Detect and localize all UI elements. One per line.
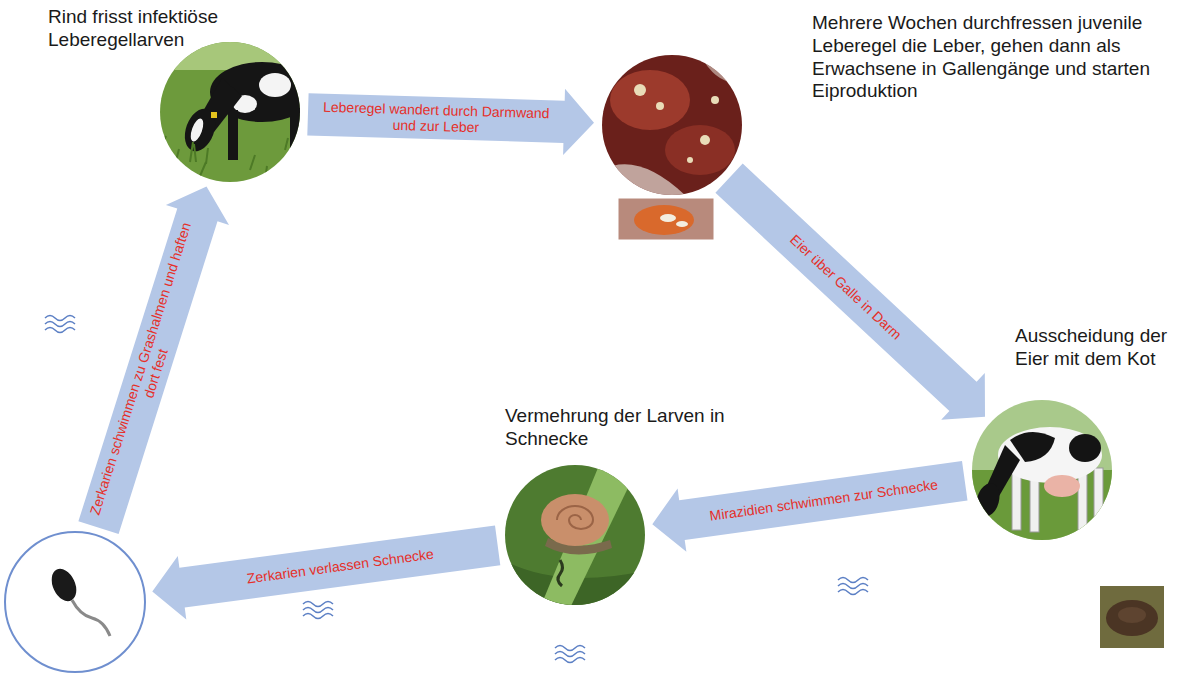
- water-wave-symbol-part: [555, 646, 585, 663]
- stage-circle: Vermehrung der Larven in Schnecke: [505, 465, 645, 605]
- grazing-cow-photo-part: [290, 108, 300, 163]
- fluke-inset-photo-part: [676, 221, 688, 227]
- cercaria-drawing-part: [5, 532, 145, 672]
- cercaria-drawing-part: [47, 565, 81, 605]
- grazing-cow-photo: [150, 36, 314, 196]
- grazing-cow-photo-part: [188, 117, 206, 143]
- arrow-label: Zerkarien verlassen Schnecke: [188, 538, 492, 594]
- snail-photo-part: [558, 560, 563, 586]
- arrow-label-box: Zerkarien verlassen Schnecke: [188, 538, 492, 594]
- grazing-cow-photo-part: [179, 105, 220, 156]
- liver-photo-part: [600, 53, 745, 198]
- liver-photo-part: [665, 125, 735, 175]
- fluke-inset-photo-part: [634, 205, 694, 235]
- block-arrow: [307, 89, 594, 155]
- stage-caption: Vermehrung der Larven in Schnecke: [505, 405, 755, 451]
- liver-photo-part: [656, 102, 664, 110]
- liver-photo: [600, 53, 745, 200]
- stage-circle: Ausscheidung der Eier mit dem Kot: [972, 400, 1112, 540]
- arrow-label: Leberegel wandert durch Darmwand und zur…: [314, 98, 557, 137]
- arrow-label: Mirazidien schwimmen zur Schnecke: [688, 474, 959, 527]
- liver-photo-part: [634, 84, 646, 96]
- snail-photo-part: [503, 463, 648, 608]
- arrow-label-box: Mirazidien schwimmen zur Schnecke: [688, 474, 959, 527]
- block-arrow: [78, 186, 229, 534]
- cow-photo-part: [973, 481, 1003, 520]
- fluke-inset-photo: [618, 198, 714, 240]
- water-wave-symbol-part: [303, 602, 333, 619]
- liver-photo-part: [610, 70, 690, 130]
- arrow-label-box: Zerkarien schwimmen zu Grashalmen und ha…: [85, 217, 210, 526]
- stage-circle: Rind frisst infektiöse Leberegellarven: [160, 42, 300, 182]
- liver-photo-part: [602, 164, 690, 200]
- water-wave-symbol-part: [45, 316, 75, 333]
- cow-photo-part: [1078, 470, 1087, 530]
- arrow-label-box: Leberegel wandert durch Darmwand und zur…: [314, 98, 557, 137]
- arrow-label-box: Eier über Galle in Darm: [729, 177, 964, 397]
- grazing-cow-photo-part: [190, 142, 208, 164]
- liver-photo-part: [687, 157, 693, 163]
- cercaria-drawing-part: [72, 600, 110, 636]
- snail-photo: [503, 463, 648, 608]
- snail-photo-part: [541, 494, 609, 546]
- block-arrow: [152, 526, 500, 620]
- block-arrow: [652, 461, 967, 552]
- liver-photo-part: [711, 96, 719, 104]
- cow-photo-part: [1012, 470, 1021, 530]
- arrow-label: Eier über Galle in Darm: [729, 177, 964, 397]
- stage-caption: Ausscheidung der Eier mit dem Kot: [1015, 325, 1197, 371]
- stage-circle: Mehrere Wochen durchfressen juvenile Leb…: [602, 55, 742, 195]
- block-arrow: [715, 164, 985, 420]
- dung-inset-photo-part: [1100, 586, 1164, 648]
- dung-inset-photo-part: [1106, 600, 1158, 636]
- liver-photo-part: [700, 135, 710, 145]
- snail-photo-part: [540, 463, 640, 608]
- grazing-cow-photo-part: [160, 136, 288, 180]
- grazing-cow-photo-part: [211, 112, 217, 118]
- fluke-inset-photo-part: [618, 198, 714, 240]
- grazing-cow-photo-part: [228, 110, 238, 160]
- arrow-label: Zerkarien schwimmen zu Grashalmen und ha…: [85, 217, 210, 526]
- cow-photo-part: [1044, 475, 1080, 497]
- water-wave-symbol-part: [838, 578, 868, 595]
- stage-caption: Rind frisst infektiöse Leberegellarven: [48, 6, 278, 52]
- liver-photo-part: [700, 55, 745, 82]
- stage-caption: Mehrere Wochen durchfressen juvenile Leb…: [812, 12, 1192, 103]
- cercaria-drawing: [5, 532, 145, 672]
- snail-photo-part: [557, 506, 593, 529]
- grazing-cow-photo-part: [259, 73, 291, 97]
- cow-photo-part: [1069, 434, 1101, 462]
- stage-circle: [5, 532, 145, 672]
- cow-photo: [970, 398, 1115, 545]
- fluke-inset-photo-part: [660, 214, 676, 222]
- cow-photo-part: [1094, 468, 1103, 528]
- dung-inset-photo-part: [1118, 607, 1146, 623]
- dung-inset-photo: [1100, 586, 1164, 648]
